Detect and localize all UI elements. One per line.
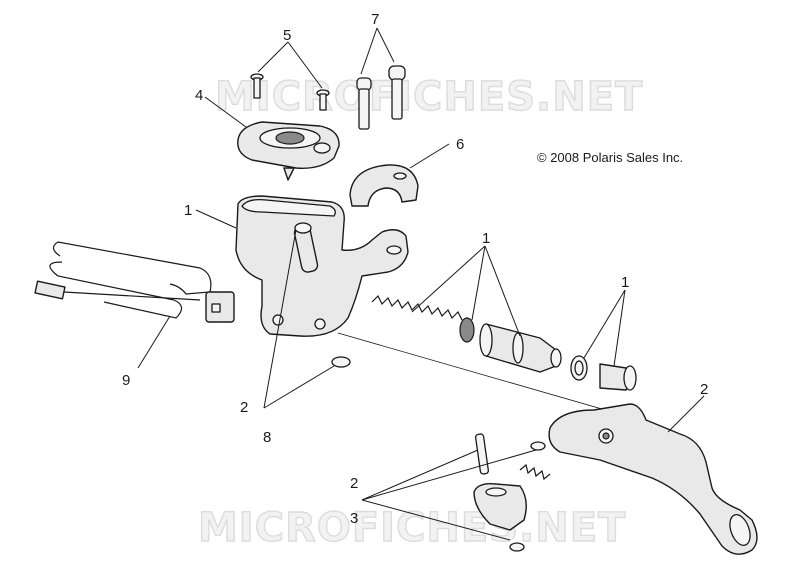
o-ring-8 (331, 356, 351, 368)
callout-2-pin: 2 (350, 475, 358, 492)
washer-lower (530, 441, 546, 451)
bolt-7-left (356, 77, 372, 130)
callout-2-body: 2 (240, 399, 248, 416)
callout-9: 9 (122, 372, 130, 389)
bracket-3 (473, 482, 527, 531)
pivot-pin-2 (474, 433, 490, 475)
leader-lines (137, 27, 705, 541)
master-cylinder-body-1 (235, 195, 409, 337)
bushing (599, 363, 637, 391)
piston-spring (371, 294, 463, 321)
piston (479, 323, 562, 373)
lever-spring (519, 463, 551, 481)
callout-6: 6 (456, 136, 464, 153)
screw-5-left (250, 73, 264, 99)
watermark-top: MICROFICHES.NET (215, 74, 643, 120)
assembly-axis-line (337, 332, 641, 421)
brake-lever-2 (548, 403, 758, 555)
callout-3: 3 (350, 510, 358, 527)
callout-7: 7 (371, 11, 379, 28)
callout-2-lever: 2 (700, 381, 708, 398)
bolt-7-right (388, 65, 406, 120)
reservoir-cover-4 (237, 121, 340, 181)
callout-1-bushing: 1 (621, 274, 629, 291)
clamp-6 (349, 164, 419, 207)
seal-ring (459, 317, 475, 343)
callout-4: 4 (195, 87, 203, 104)
callout-5: 5 (283, 27, 291, 44)
circlip (509, 542, 525, 552)
copyright-text: © 2008 Polaris Sales Inc. (537, 150, 683, 165)
callout-1-body: 1 (184, 202, 192, 219)
watermark-bottom: MICROFICHES.NET (198, 505, 626, 551)
callout-1-piston: 1 (482, 230, 490, 247)
switch-harness-9 (34, 241, 235, 323)
callout-8: 8 (263, 429, 271, 446)
screw-5-right (316, 89, 330, 111)
